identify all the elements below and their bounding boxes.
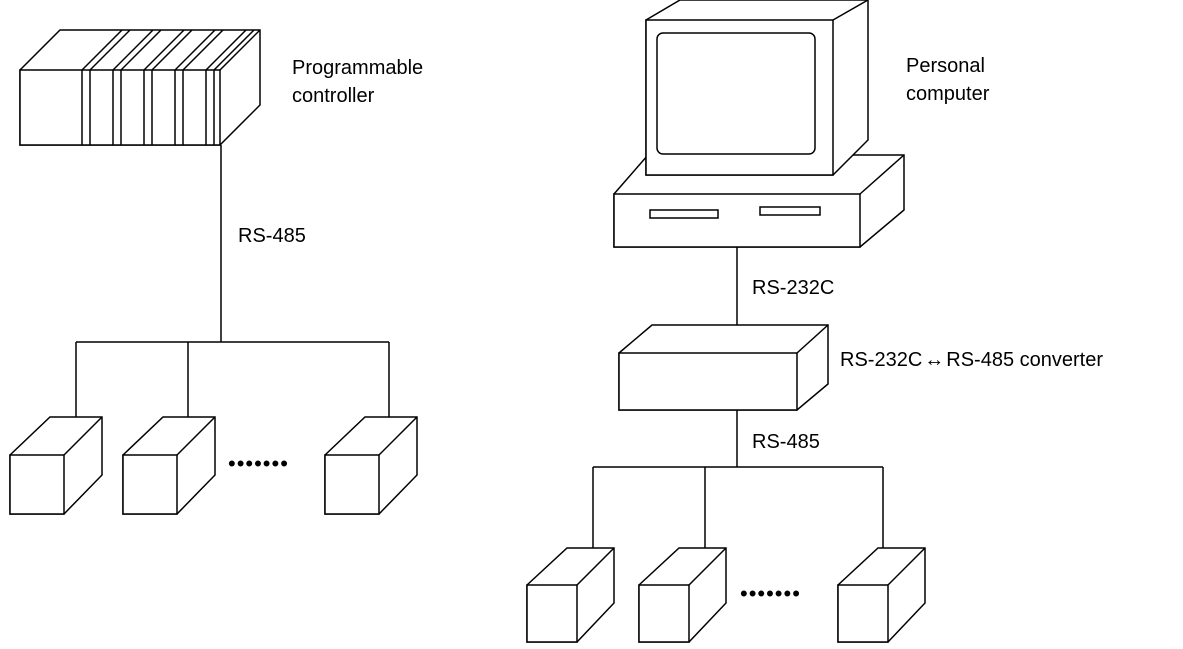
pc-rs232c-label: RS-232C (752, 277, 835, 299)
left-unit-3 (324, 416, 418, 515)
pc-label-line2: computer (906, 83, 990, 105)
left-unit-2 (122, 416, 216, 515)
right-ellipsis: ••••••• (740, 581, 801, 606)
rs232c-rs485-converter (618, 324, 829, 411)
left-rs485-bus (75, 145, 390, 420)
bidirectional-arrow-icon: ↔ (924, 349, 945, 371)
left-rs485-label: RS-485 (238, 225, 306, 247)
plc-label-line2: controller (292, 85, 375, 107)
programmable-controller (19, 29, 261, 146)
right-unit-1 (526, 547, 615, 643)
left-ellipsis: ••••••• (228, 451, 289, 476)
pc-label-line1: Personal (906, 55, 985, 77)
left-unit-1 (9, 416, 103, 515)
monitor-screen (656, 32, 816, 155)
right-rs485-label: RS-485 (752, 431, 820, 453)
right-unit-2 (638, 547, 727, 643)
plc-label-line1: Programmable (292, 57, 424, 79)
converter-label-from: RS-232C (840, 349, 923, 371)
right-unit-3 (837, 547, 926, 643)
converter-label: RS-232C↔RS-485 converter (840, 348, 1103, 372)
right-rs485-bus (592, 410, 884, 548)
plc-modules (81, 29, 255, 145)
converter-label-to: RS-485 converter (946, 349, 1104, 371)
personal-computer (613, 0, 905, 248)
